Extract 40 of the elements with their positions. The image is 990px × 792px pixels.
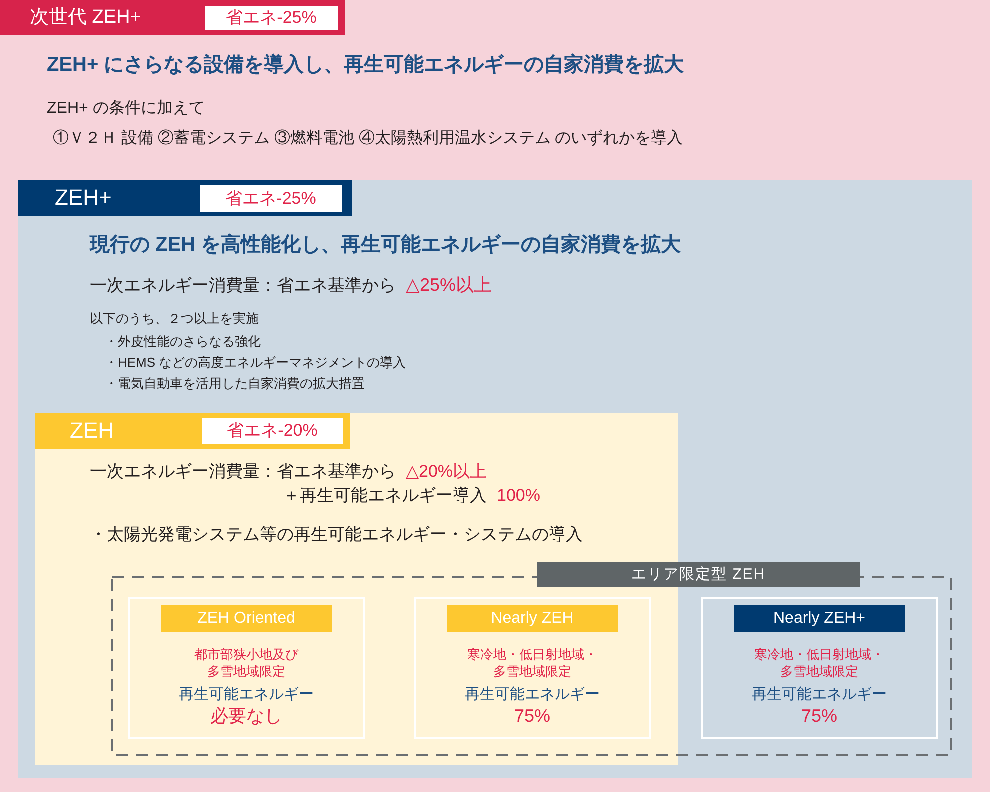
condition-text: ZEH+ の条件に加えて bbox=[47, 100, 205, 117]
bullet-item: ・太陽光発電システム等の再生可能エネルギー・システムの導入 bbox=[90, 525, 583, 544]
tier-title: ZEH bbox=[70, 417, 114, 445]
bullet-item: ・外皮性能のさらなる強化 bbox=[105, 334, 261, 349]
category-label: Nearly ZEH+ bbox=[734, 605, 905, 632]
requirement-value: 必要なし bbox=[210, 705, 282, 727]
requirement-text: 再生可能エネルギー bbox=[752, 685, 887, 705]
region-text: 寒冷地・低日射地域・多雪地域限定 bbox=[754, 646, 886, 680]
requirement-text: 再生可能エネルギー bbox=[179, 685, 314, 705]
target-value: △20%以上 bbox=[406, 462, 488, 481]
condition-text: ①Ｖ２Ｈ 設備 ②蓄電システム ③燃料電池 ④太陽熱利用温水システム のいずれかを導入 bbox=[53, 130, 684, 147]
bullet-item: ・電気自動車を活用した自家消費の拡大措置 bbox=[105, 376, 365, 391]
requirement-value: 75% bbox=[514, 705, 551, 727]
region-text: 寒冷地・低日射地域・多雪地域限定 bbox=[466, 646, 598, 680]
target-value: 100% bbox=[497, 486, 540, 505]
condition-text: ＋再生可能エネルギー導入 bbox=[283, 486, 487, 505]
category-label: Nearly ZEH bbox=[447, 605, 618, 632]
tier-panel bbox=[35, 413, 678, 765]
bullet-item: ・HEMS などの高度エネルギーマネジメントの導入 bbox=[105, 355, 406, 370]
condition-text: 以下のうち、２つ以上を実施 bbox=[90, 311, 259, 326]
category-label: ZEH Oriented bbox=[161, 605, 332, 632]
tier-heading: 現行の ZEH を高性能化し、再生可能エネルギーの自家消費を拡大 bbox=[90, 234, 682, 256]
category-card bbox=[414, 597, 651, 739]
requirement-value: 75% bbox=[801, 705, 838, 727]
category-card bbox=[701, 597, 938, 739]
category-card bbox=[128, 597, 365, 739]
condition-text: 一次エネルギー消費量：省エネ基準から bbox=[90, 276, 396, 295]
tier-panel bbox=[18, 180, 972, 778]
tier-heading: ZEH+ にさらなる設備を導入し、再生可能エネルギーの自家消費を拡大 bbox=[47, 54, 684, 76]
tier-title: ZEH+ bbox=[55, 184, 112, 212]
region-text: 都市部狭小地及び多雪地域限定 bbox=[194, 646, 300, 680]
savings-tag: 省エネ-25% bbox=[205, 6, 338, 30]
savings-tag: 省エネ-20% bbox=[202, 418, 343, 444]
requirement-text: 再生可能エネルギー bbox=[465, 685, 600, 705]
savings-tag: 省エネ-25% bbox=[200, 185, 342, 212]
group-title: エリア限定型 ZEH bbox=[537, 562, 860, 587]
target-value: △25%以上 bbox=[406, 275, 492, 295]
area-group bbox=[111, 562, 952, 756]
tier-title: 次世代 ZEH+ bbox=[30, 6, 142, 30]
condition-text: 一次エネルギー消費量：省エネ基準から bbox=[90, 462, 396, 481]
